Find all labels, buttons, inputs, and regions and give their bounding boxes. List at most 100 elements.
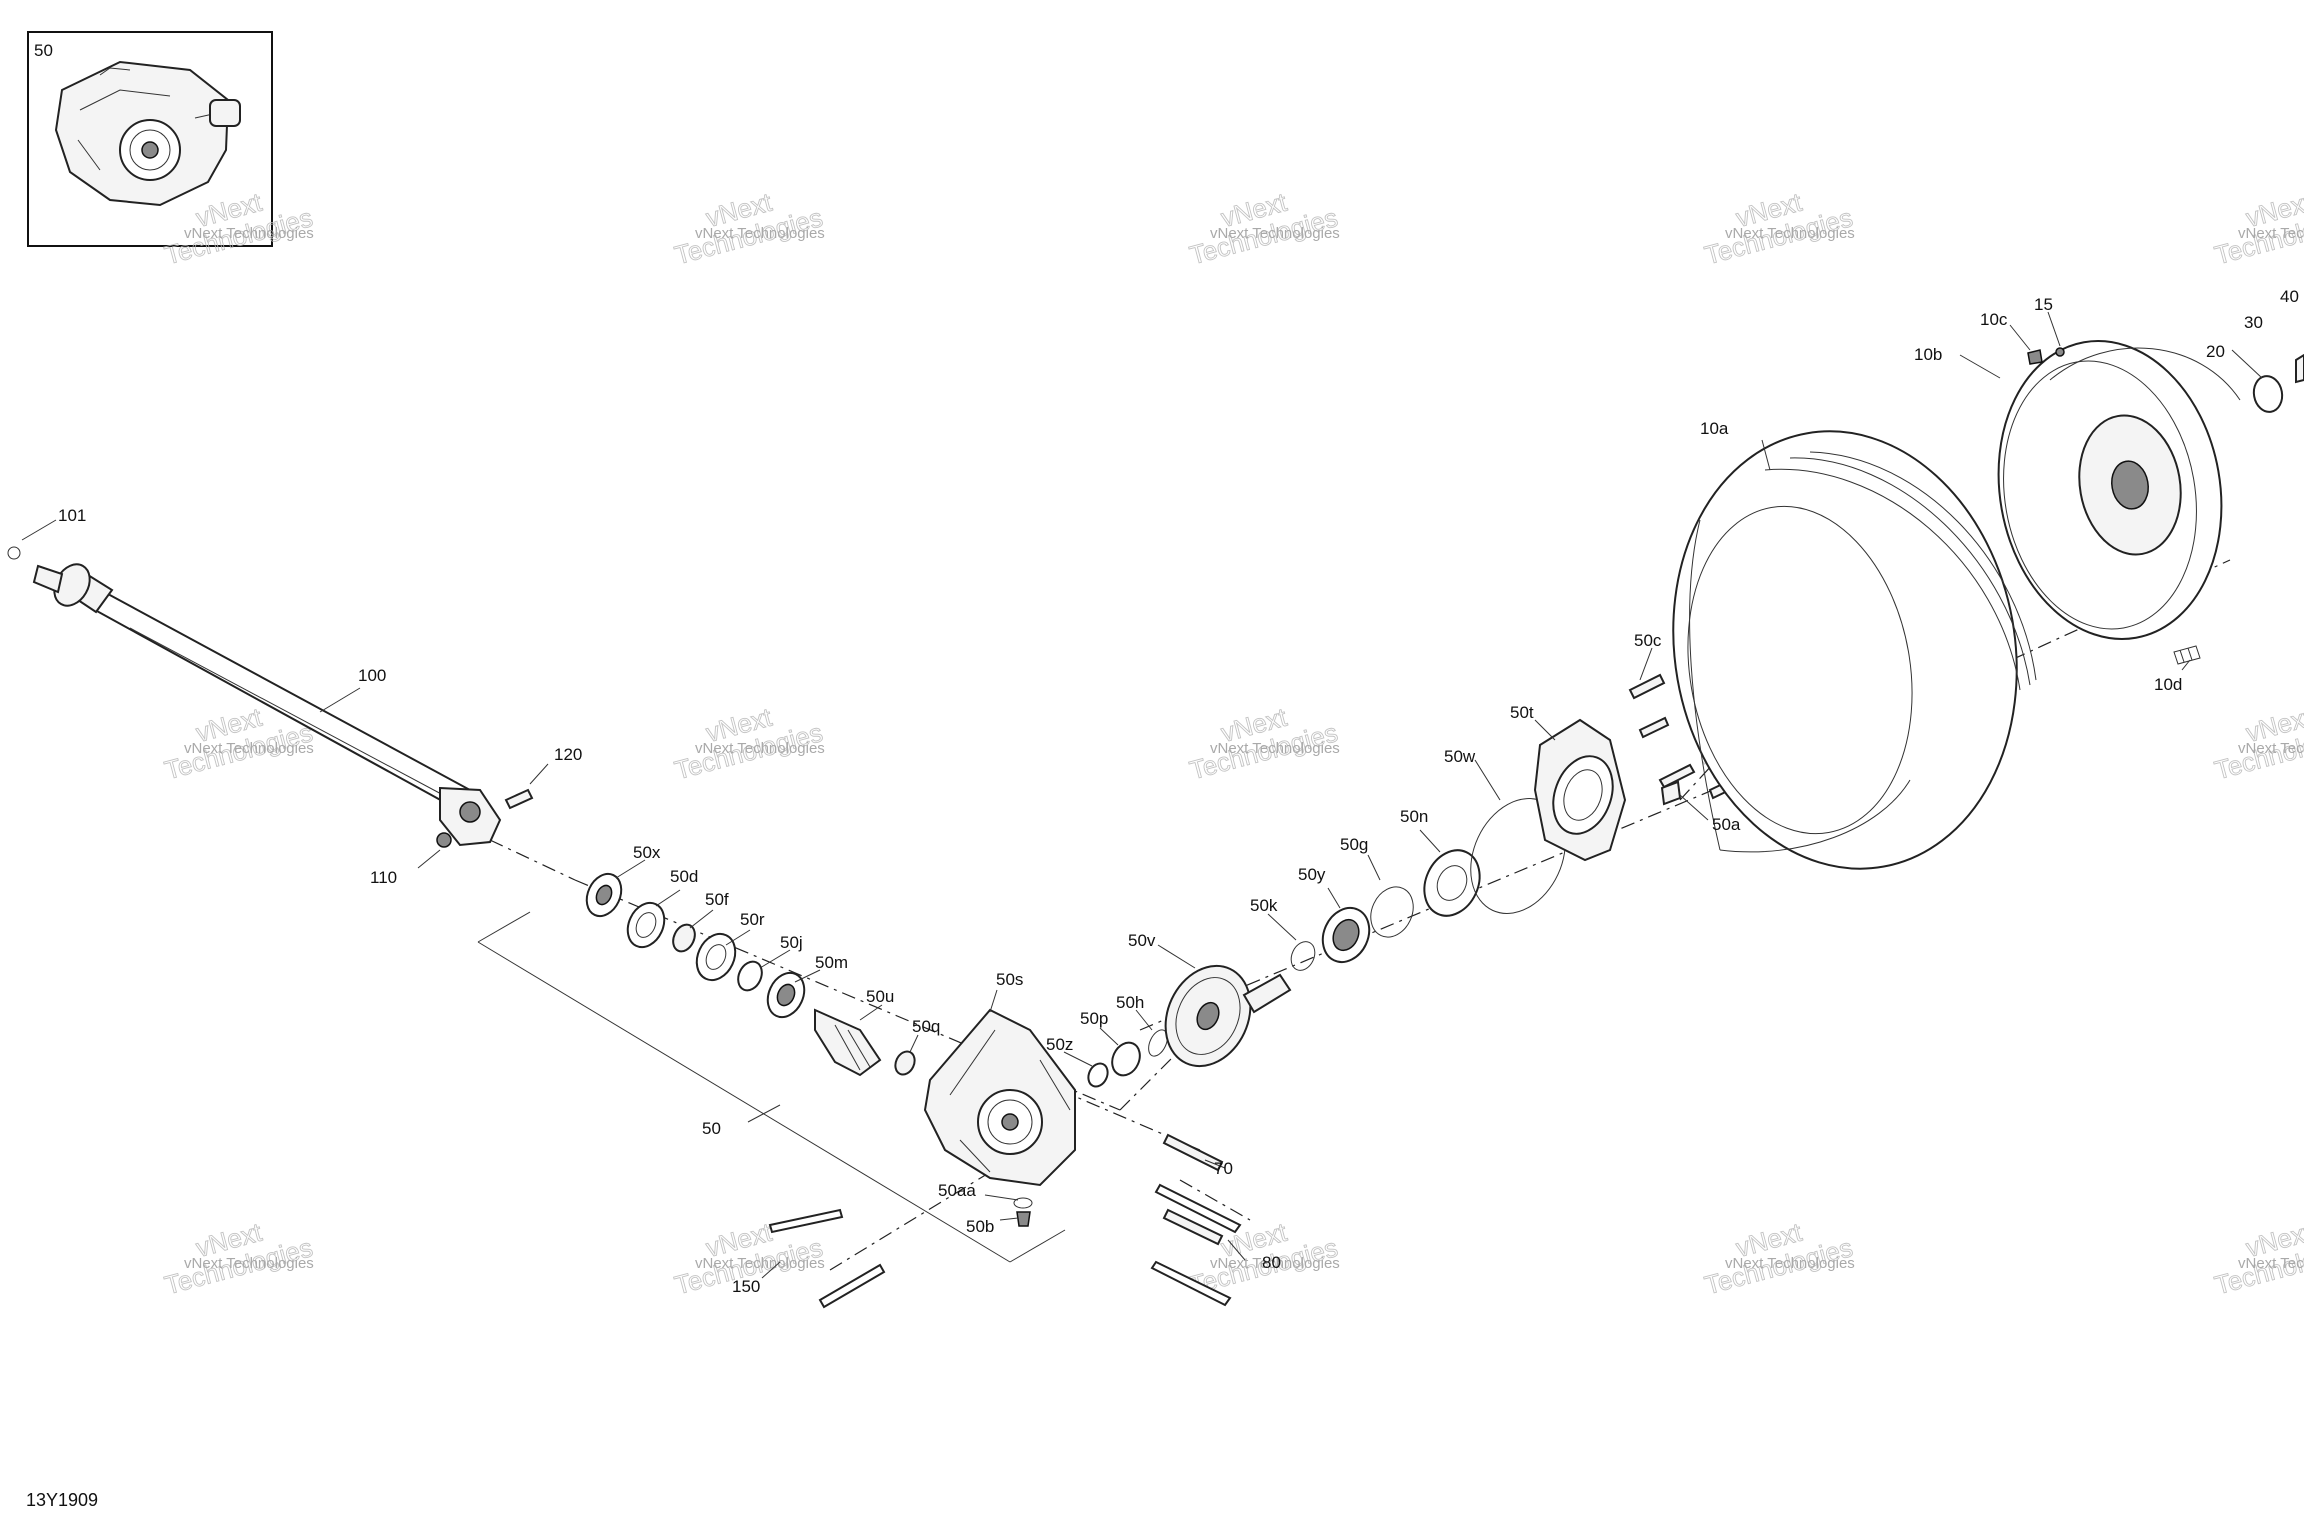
watermark: vNext Technologies	[1186, 701, 1341, 786]
part-50b	[1016, 1211, 1031, 1227]
callout-50p: 50p	[1080, 1009, 1108, 1028]
part-50g	[1370, 886, 1414, 938]
nut-50a	[1660, 780, 1682, 806]
watermark: vNext Technologies	[1701, 1216, 1856, 1301]
shaft-tube	[93, 592, 472, 810]
bolt-50c	[1628, 673, 1666, 700]
callout-50a: 50a	[1712, 815, 1741, 834]
part-50z	[1087, 1062, 1109, 1088]
watermark: vNext Technologies	[671, 186, 826, 271]
part-50k	[1290, 941, 1316, 971]
callout-50d: 50d	[670, 867, 698, 886]
watermark-text: vNext Technologies	[695, 1255, 825, 1272]
callout-50h: 50h	[1116, 993, 1144, 1012]
part-40	[2295, 353, 2304, 384]
callout-100: 100	[358, 666, 386, 685]
callout-50k: 50k	[1250, 896, 1278, 915]
callout-50g: 50g	[1340, 835, 1368, 854]
callout-10d: 10d	[2154, 675, 2182, 694]
callout-50s: 50s	[996, 970, 1023, 989]
watermark: vNext Technologies	[161, 1216, 316, 1301]
callout-15: 15	[2034, 295, 2053, 314]
watermark-text: vNext Technologies	[184, 225, 314, 242]
callout-50z: 50z	[1046, 1035, 1073, 1054]
callout-50q: 50q	[912, 1017, 940, 1036]
housing-bolts	[768, 1133, 1242, 1309]
watermark-text: vNext Technologies	[695, 740, 825, 757]
leader-lines	[21, 311, 2263, 1279]
callout-50j: 50j	[780, 933, 803, 952]
watermark-text: vNext Technologies	[1210, 740, 1340, 757]
watermark-layer: vNext Technologies vNext Technologies vN…	[161, 186, 2304, 1301]
part-50u-pinion	[814, 1008, 882, 1077]
circlip-101	[7, 546, 21, 560]
part-50j	[737, 960, 763, 992]
callout-50n: 50n	[1400, 807, 1428, 826]
inset-panel: 50	[27, 31, 273, 247]
watermark: vNext Technologies	[2211, 186, 2304, 271]
part-50d	[626, 901, 666, 949]
watermark-text: vNext Technologies	[1725, 225, 1855, 242]
callout-50aa: 50aa	[938, 1181, 976, 1200]
part-50q	[894, 1050, 916, 1076]
gearbox-housing	[923, 1008, 1076, 1227]
callout-50v: 50v	[1128, 931, 1156, 950]
callout-50u: 50u	[866, 987, 894, 1006]
ring-gear-assembly	[1164, 798, 1566, 1068]
callout-80: 80	[1262, 1253, 1281, 1272]
callout-50y: 50y	[1298, 865, 1326, 884]
hub-carrier	[1533, 673, 1740, 862]
part-50n	[1423, 849, 1481, 917]
callout-30: 30	[2244, 313, 2263, 332]
part-20-washer	[2252, 375, 2284, 413]
drawing-code: 13Y1909	[26, 1490, 98, 1510]
callout-50t: 50t	[1510, 703, 1534, 722]
wheel-rim-10b	[1997, 340, 2304, 665]
watermark-text: vNext Technologies	[184, 740, 314, 757]
nut-110	[436, 832, 452, 848]
part-50f	[672, 923, 696, 953]
callout-70: 70	[1214, 1159, 1233, 1178]
callout-101: 101	[58, 506, 86, 525]
callout-50x: 50x	[633, 843, 661, 862]
assembly-50-bracket	[477, 911, 1066, 1263]
part-10d	[2173, 645, 2201, 665]
callout-10b: 10b	[1914, 345, 1942, 364]
bolt-10c	[2027, 349, 2043, 365]
callout-50c: 50c	[1634, 631, 1662, 650]
inset-gearbox-image	[54, 60, 241, 207]
watermark: vNext Technologies	[2211, 701, 2304, 786]
watermark: vNext Technologies	[1701, 186, 1856, 271]
watermark-text: vNext Technologies	[2238, 1255, 2304, 1272]
watermark-text: vNext Technologies	[1725, 1255, 1855, 1272]
watermark-text: vNext Technologies	[1210, 225, 1340, 242]
drive-shaft-assembly	[7, 546, 534, 848]
watermark-text: vNext Technologies	[1210, 1255, 1340, 1272]
part-50h	[1148, 1029, 1168, 1057]
watermark-text: vNext Technologies	[2238, 740, 2304, 757]
callout-10a: 10a	[1700, 419, 1729, 438]
bolt-120	[504, 788, 534, 810]
inset-label: 50	[34, 41, 53, 60]
bolt-80	[1154, 1183, 1242, 1234]
watermark-text: vNext Technologies	[2238, 225, 2304, 242]
gearbox-small-parts	[585, 872, 1168, 1088]
callout-labels: 101 100 120 110 50x 50d 50f 50r 50j 50m …	[58, 287, 2299, 1296]
callout-20: 20	[2206, 342, 2225, 361]
callout-120: 120	[554, 745, 582, 764]
callout-50m: 50m	[815, 953, 848, 972]
watermark-text: vNext Technologies	[695, 225, 825, 242]
callout-50: 50	[702, 1119, 721, 1138]
watermark: vNext Technologies	[671, 701, 826, 786]
valve-15	[2055, 347, 2065, 357]
tire-10a	[1672, 430, 2037, 870]
callout-110: 110	[370, 868, 397, 887]
callout-50w: 50w	[1444, 747, 1476, 766]
part-50r	[695, 932, 737, 982]
callout-10c: 10c	[1980, 310, 2008, 329]
callout-150: 150	[732, 1277, 760, 1296]
callout-50r: 50r	[740, 910, 765, 929]
callout-40: 40	[2280, 287, 2299, 306]
bolt-150	[768, 1208, 844, 1234]
